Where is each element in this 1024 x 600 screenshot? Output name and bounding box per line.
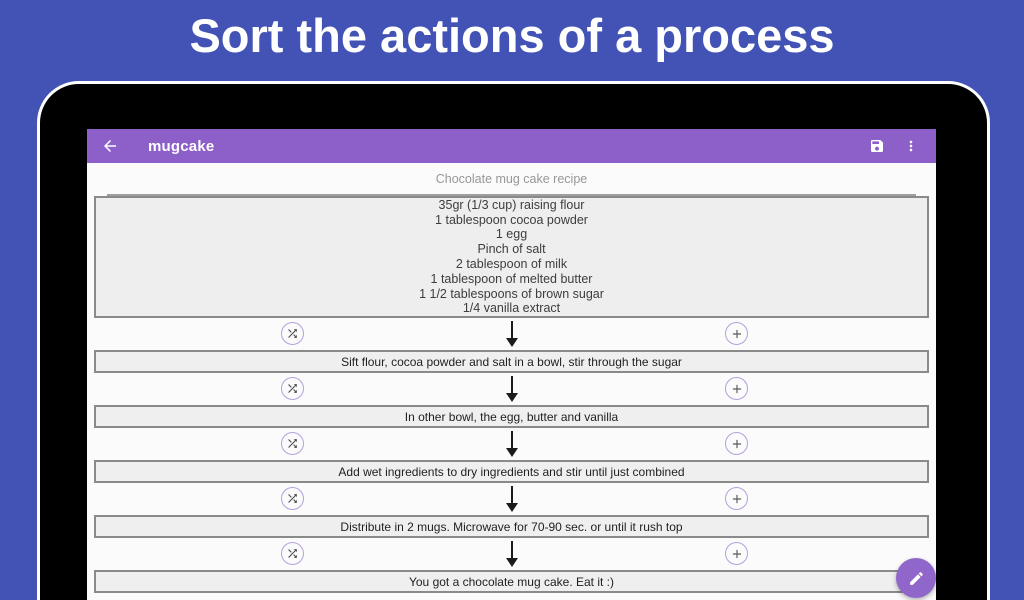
swap-button[interactable]	[281, 322, 304, 345]
tablet-frame: mugcake Chocolate mug cake recipe 35gr (…	[37, 81, 990, 600]
ingredient-line: 1/4 vanilla extract	[462, 301, 561, 316]
shuffle-icon	[288, 494, 297, 503]
plus-icon	[732, 329, 741, 338]
add-step-button[interactable]	[725, 542, 748, 565]
app-toolbar: mugcake	[87, 129, 936, 163]
ingredient-line: 1 tablespoon cocoa powder	[435, 212, 588, 227]
plus-icon	[732, 549, 741, 558]
down-arrow-icon	[505, 541, 519, 567]
down-arrow-icon	[505, 321, 519, 347]
shuffle-icon	[288, 549, 297, 558]
ingredient-line: 1 1/2 tablespoons of brown sugar	[419, 286, 604, 301]
shuffle-icon	[288, 329, 297, 338]
add-step-button[interactable]	[725, 377, 748, 400]
connector-row	[87, 373, 936, 405]
ingredient-line: 1 tablespoon of melted butter	[430, 271, 593, 286]
page-title: Sort the actions of a process	[189, 9, 835, 62]
plus-icon	[732, 384, 741, 393]
ingredient-line: 2 tablespoon of milk	[455, 257, 568, 271]
connector-row	[87, 538, 936, 570]
back-arrow-icon[interactable]	[99, 135, 121, 157]
step-box[interactable]: Add wet ingredients to dry ingredients a…	[94, 460, 929, 483]
recipe-title: Chocolate mug cake recipe	[435, 171, 588, 186]
ingredient-line: Pinch of salt	[477, 242, 546, 257]
plus-icon	[732, 494, 741, 503]
swap-button[interactable]	[281, 487, 304, 510]
add-step-button[interactable]	[725, 487, 748, 510]
down-arrow-icon	[505, 431, 519, 457]
connector-row	[87, 483, 936, 515]
down-arrow-icon	[505, 486, 519, 512]
swap-button[interactable]	[281, 377, 304, 400]
overflow-menu-icon[interactable]	[900, 135, 922, 157]
shuffle-icon	[288, 439, 297, 448]
plus-icon	[732, 439, 741, 448]
toolbar-title: mugcake	[148, 137, 215, 155]
connector-row	[87, 428, 936, 460]
step-box[interactable]: You got a chocolate mug cake. Eat it :)	[94, 570, 929, 593]
step-box[interactable]: Distribute in 2 mugs. Microwave for 70-9…	[94, 515, 929, 538]
ingredient-line: 1 egg	[495, 227, 528, 242]
swap-button[interactable]	[281, 432, 304, 455]
add-step-button[interactable]	[725, 432, 748, 455]
add-step-button[interactable]	[725, 322, 748, 345]
banner: Sort the actions of a process	[0, 0, 1024, 81]
down-arrow-icon	[505, 376, 519, 402]
connector-row	[87, 318, 936, 350]
recipe-title-row: Chocolate mug cake recipe	[107, 163, 916, 196]
step-box[interactable]: In other bowl, the egg, butter and vanil…	[94, 405, 929, 428]
save-icon[interactable]	[866, 135, 888, 157]
ingredients-box[interactable]: 35gr (1/3 cup) raising flour 1 tablespoo…	[94, 196, 929, 318]
edit-pencil-icon	[909, 571, 923, 585]
app-screen: mugcake Chocolate mug cake recipe 35gr (…	[87, 129, 936, 600]
shuffle-icon	[288, 384, 297, 393]
swap-button[interactable]	[281, 542, 304, 565]
edit-fab[interactable]	[896, 558, 936, 598]
step-box[interactable]: Sift flour, cocoa powder and salt in a b…	[94, 350, 929, 373]
ingredient-line: 35gr (1/3 cup) raising flour	[438, 197, 585, 212]
